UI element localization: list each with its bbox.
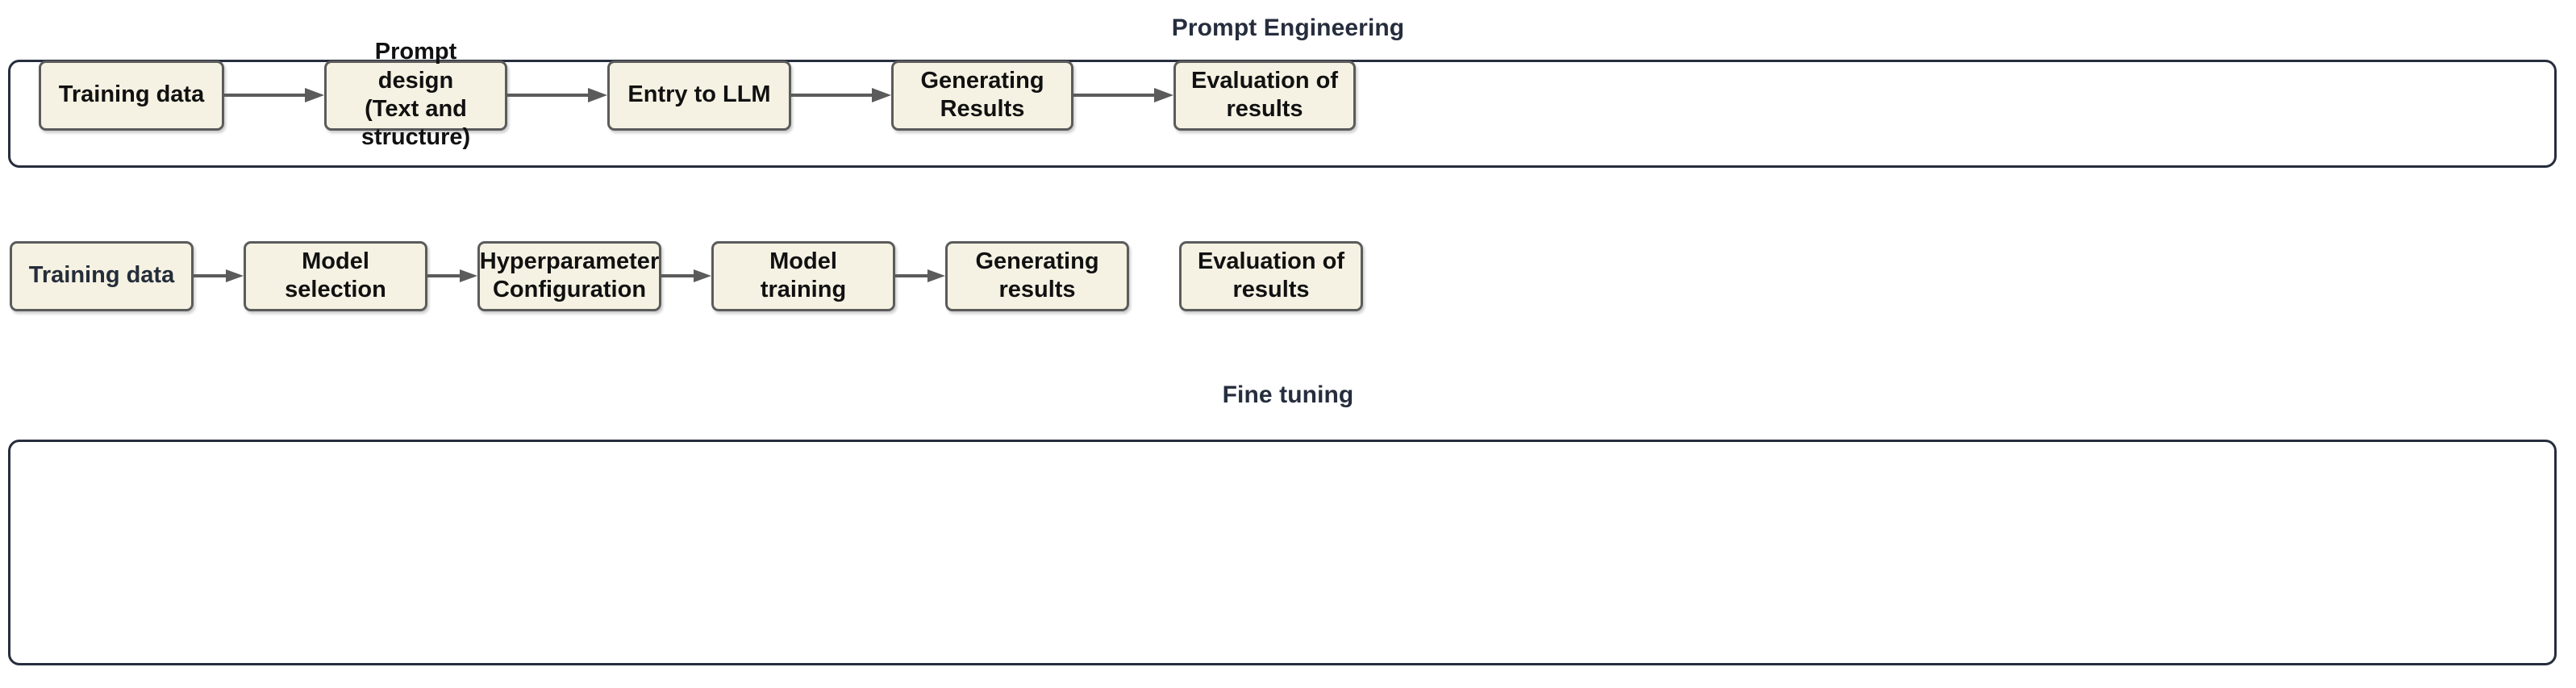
node-label-line: Evaluation of: [1197, 248, 1345, 274]
node-label-line: Evaluation of: [1190, 67, 1339, 94]
node-model-training-ft[interactable]: Model training: [711, 240, 895, 311]
arrow-pe-3: [791, 60, 891, 131]
node-generating-results-pe[interactable]: Generating Results: [891, 60, 1073, 131]
node-label-line: Training data: [28, 262, 175, 289]
node-generating-results-ft[interactable]: Generating results: [945, 240, 1129, 311]
arrow-pe-4: [1073, 60, 1173, 131]
node-entry-to-llm-pe[interactable]: Entry to LLM: [607, 60, 791, 131]
node-model-selection-ft[interactable]: Model selection: [244, 240, 427, 311]
node-label-line: Configuration: [492, 277, 647, 302]
arrow-pe-2: [507, 60, 607, 131]
flow-container-fine-tuning: [8, 440, 2557, 665]
node-label-line: Hyperparameter: [479, 248, 660, 274]
arrow-ft-1: [194, 241, 244, 311]
node-label-line: results: [1226, 96, 1303, 122]
flow-row-fine-tuning: Training data Model selection Hyperparam…: [10, 238, 2558, 314]
node-label-line: Model selection: [285, 248, 386, 302]
arrow-ft-2: [427, 241, 477, 311]
flow-row-prompt-engineering: Training data Prompt design (Text and st…: [39, 39, 2539, 150]
node-hyperparameter-configuration-ft[interactable]: Hyperparameter Configuration: [477, 240, 661, 311]
node-label-line: Generating results: [975, 248, 1099, 302]
node-label-line: (Text and structure): [361, 96, 471, 151]
arrow-ft-4: [895, 241, 945, 311]
arrow-ft-3: [661, 241, 711, 311]
node-evaluation-of-results-pe[interactable]: Evaluation of results: [1173, 60, 1356, 131]
section-title-fine-tuning: Fine tuning: [1222, 382, 1354, 408]
node-label-line: results: [1232, 277, 1310, 302]
section-title-prompt-engineering: Prompt Engineering: [1171, 15, 1405, 41]
node-prompt-design-pe[interactable]: Prompt design (Text and structure): [324, 39, 507, 150]
node-training-data-pe[interactable]: Training data: [39, 60, 224, 131]
node-training-data-ft[interactable]: Training data: [10, 240, 194, 311]
node-label-line: Entry to LLM: [627, 81, 771, 108]
node-label-line: Prompt design: [374, 39, 457, 94]
node-label-line: Generating Results: [920, 67, 1044, 122]
node-label-line: Model training: [760, 248, 847, 302]
node-label-line: Training data: [58, 81, 205, 108]
node-evaluation-of-results-ft[interactable]: Evaluation of results: [1179, 240, 1363, 311]
arrow-pe-1: [224, 60, 324, 131]
